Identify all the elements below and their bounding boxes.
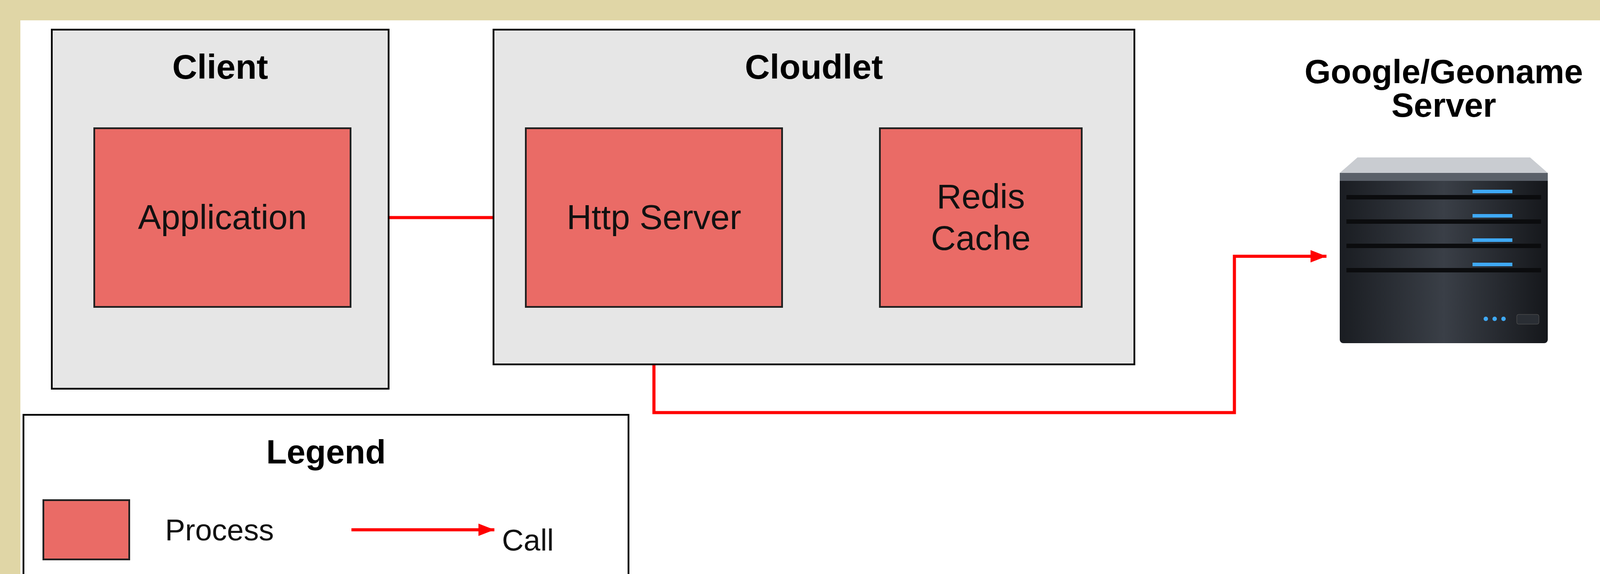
power-button: [1516, 314, 1539, 325]
server-body: [1339, 173, 1548, 344]
drive-slot: [1346, 219, 1542, 224]
drive-light: [1472, 262, 1513, 267]
legend-title: Legend: [24, 433, 628, 471]
server-edge: [1339, 173, 1548, 182]
legend-sample: [351, 521, 499, 540]
host-group: ClientApplication: [50, 28, 390, 390]
process-label: Redis Cache: [880, 176, 1081, 259]
process-label: Http Server: [557, 196, 750, 239]
legend-text: Call: [501, 524, 554, 558]
server-top: [1339, 157, 1548, 174]
drive-slot: [1346, 195, 1542, 200]
process-box: Redis Cache: [879, 127, 1083, 309]
group-title: Cloudlet: [494, 30, 1134, 87]
status-led: [1483, 316, 1489, 322]
drive-light: [1472, 214, 1513, 218]
status-led: [1501, 316, 1506, 322]
drive-slot: [1346, 243, 1542, 249]
legend-call-line: [351, 528, 495, 533]
process-label: Application: [129, 196, 317, 239]
server-title: Google/Geoname Server: [1291, 54, 1597, 123]
host-group: CloudletHttp Server Redis Cache: [492, 28, 1136, 366]
drive-light: [1472, 189, 1513, 194]
group-title: Client: [52, 30, 388, 87]
status-led: [1492, 316, 1497, 322]
process-box: Http Server: [524, 127, 783, 309]
drive-light: [1472, 238, 1513, 243]
drive-slot: [1346, 268, 1542, 273]
process-box: Application: [93, 127, 352, 309]
server-icon: [1326, 153, 1562, 352]
legend-swatch: [42, 499, 131, 561]
server-node: Google/Geoname Server: [1326, 153, 1562, 352]
legend-text: Process: [165, 513, 274, 548]
legend-box: LegendProcess Call: [22, 414, 630, 574]
